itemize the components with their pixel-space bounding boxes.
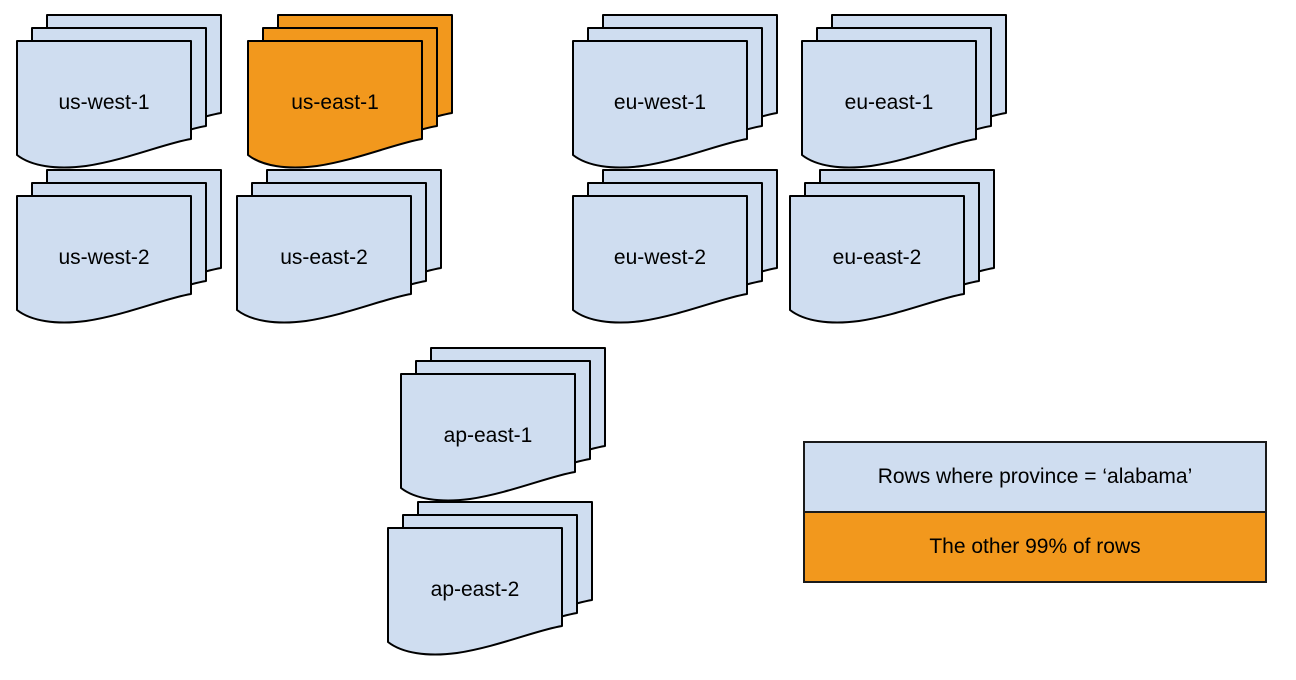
stack-us-west-1: us-west-1 xyxy=(16,14,224,174)
stack-eu-east-1: eu-east-1 xyxy=(801,14,1009,174)
stack-label: eu-west-2 xyxy=(614,246,706,269)
stack-us-east-2: us-east-2 xyxy=(236,169,444,329)
stack-label: us-east-2 xyxy=(280,246,368,269)
stack-label: ap-east-2 xyxy=(431,578,520,601)
stack-ap-east-1: ap-east-1 xyxy=(400,347,608,507)
stack-label: us-west-2 xyxy=(58,246,149,269)
stack-ap-east-2: ap-east-2 xyxy=(387,501,595,661)
legend-item-label: Rows where province = ‘alabama’ xyxy=(877,465,1193,488)
stack-us-west-2: us-west-2 xyxy=(16,169,224,329)
legend-item-alabama-rows: Rows where province = ‘alabama’ xyxy=(805,443,1265,511)
stack-eu-west-1: eu-west-1 xyxy=(572,14,780,174)
stack-label: eu-east-2 xyxy=(833,246,922,269)
stack-label: us-east-1 xyxy=(291,91,379,114)
legend: Rows where province = ‘alabama’ The othe… xyxy=(803,441,1267,583)
stack-us-east-1: us-east-1 xyxy=(247,14,455,174)
legend-item-label: The other 99% of rows xyxy=(929,535,1141,558)
stack-eu-west-2: eu-west-2 xyxy=(572,169,780,329)
stack-label: us-west-1 xyxy=(58,91,149,114)
stack-eu-east-2: eu-east-2 xyxy=(789,169,997,329)
stack-label: eu-west-1 xyxy=(614,91,706,114)
legend-item-other-rows: The other 99% of rows xyxy=(805,511,1265,581)
stack-label: eu-east-1 xyxy=(845,91,934,114)
stack-label: ap-east-1 xyxy=(444,424,533,447)
